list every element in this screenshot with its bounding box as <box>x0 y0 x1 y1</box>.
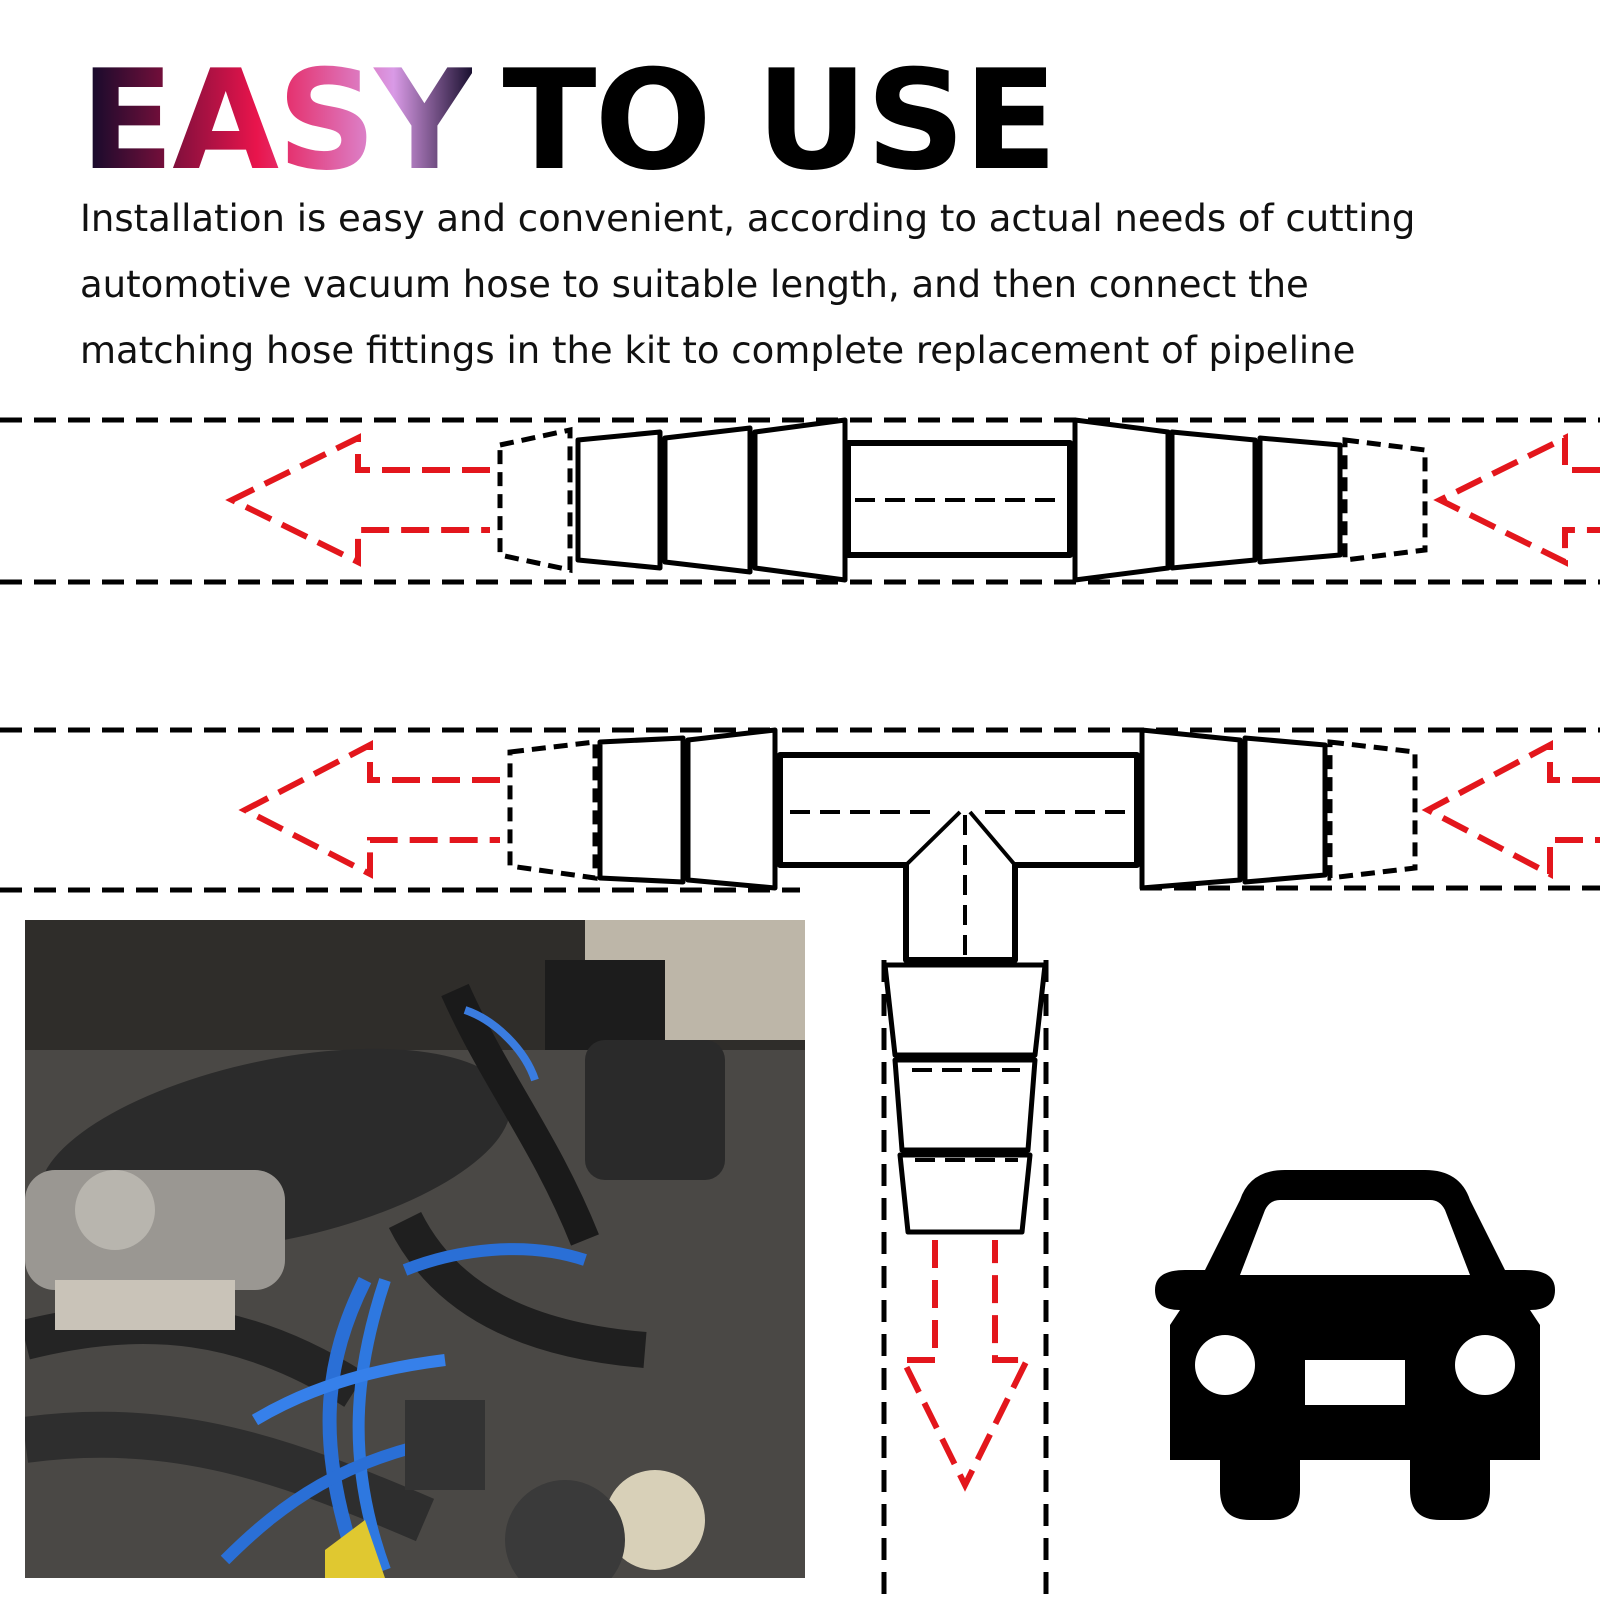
flow-arrow-right-bottom <box>1421 740 1600 879</box>
headline-highlight: EASY <box>80 40 474 201</box>
description-line-3: matching hose fittings in the kit to com… <box>80 329 1356 372</box>
flow-arrow-left-bottom <box>238 740 500 879</box>
tee-connector-diagram <box>0 727 1600 1600</box>
flow-arrow-right-top <box>1433 433 1600 567</box>
straight-connector-diagram <box>0 417 1600 585</box>
car-front-icon <box>1155 1170 1555 1520</box>
flow-arrow-left-top <box>225 433 490 567</box>
headline-rest: TO USE <box>502 40 1057 201</box>
description-line-1: Installation is easy and convenient, acc… <box>80 197 1416 240</box>
description-line-2: automotive vacuum hose to suitable lengt… <box>80 263 1309 306</box>
engine-bay-photo <box>25 920 805 1578</box>
flow-arrow-down <box>898 1240 1032 1492</box>
description: Installation is easy and convenient, acc… <box>80 186 1480 384</box>
